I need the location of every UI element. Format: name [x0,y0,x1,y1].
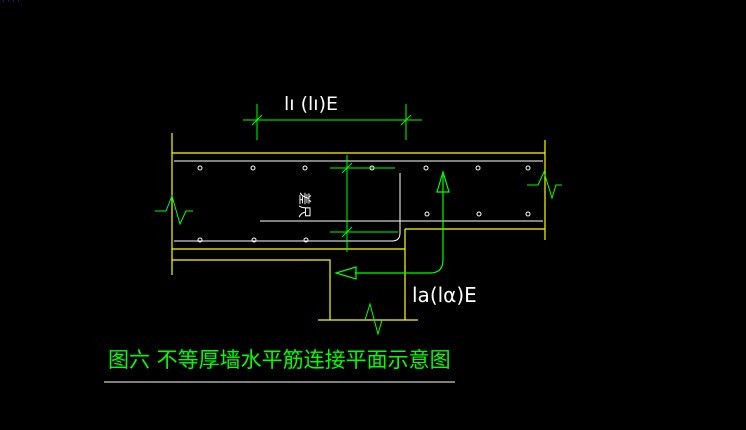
thickness-label: 差尺 [296,192,311,218]
anchor-rebar-line [355,175,444,274]
wall-outline [171,133,546,321]
thickness-dimension [330,155,398,252]
rebar-dot [197,237,203,243]
tick-mark-bottom [341,226,353,238]
rebar-dot [525,211,531,217]
rebar-dot [197,165,203,171]
rebar-dot [303,237,309,243]
horizontal-rebars [174,160,543,242]
tick-mark-left [251,114,263,126]
rebar-dot [475,165,481,171]
break-symbols [155,170,562,336]
corner-marks: · · · · [2,0,20,6]
thick-wall-step [172,259,331,320]
rebar-dot [251,237,257,243]
rebar-dot [302,165,308,171]
tick-mark-top [341,162,353,174]
anchor-arrow-left [333,266,357,280]
rebar-dot [424,211,430,217]
figure-caption: 图六 不等厚墙水平筋连接平面示意图 [108,348,451,372]
rebar-dot [525,165,531,171]
rebar-dots [197,165,531,243]
break-symbol-right [527,170,562,200]
anchor-rebar [333,169,450,280]
lap-length-label: lı (lı)E [284,93,338,115]
lap-dimension [243,104,422,140]
tick-mark-right [400,114,412,126]
break-symbol-bottom [364,302,383,336]
anchor-length-label: la(lα)E [412,283,477,307]
anchor-arrow-up [436,169,450,193]
rebar-dot [423,165,429,171]
rebar-bottom-anchor-bend [391,173,401,242]
break-symbol-left [155,194,193,226]
rebar-dot [476,211,482,217]
rebar-dot [250,165,256,171]
